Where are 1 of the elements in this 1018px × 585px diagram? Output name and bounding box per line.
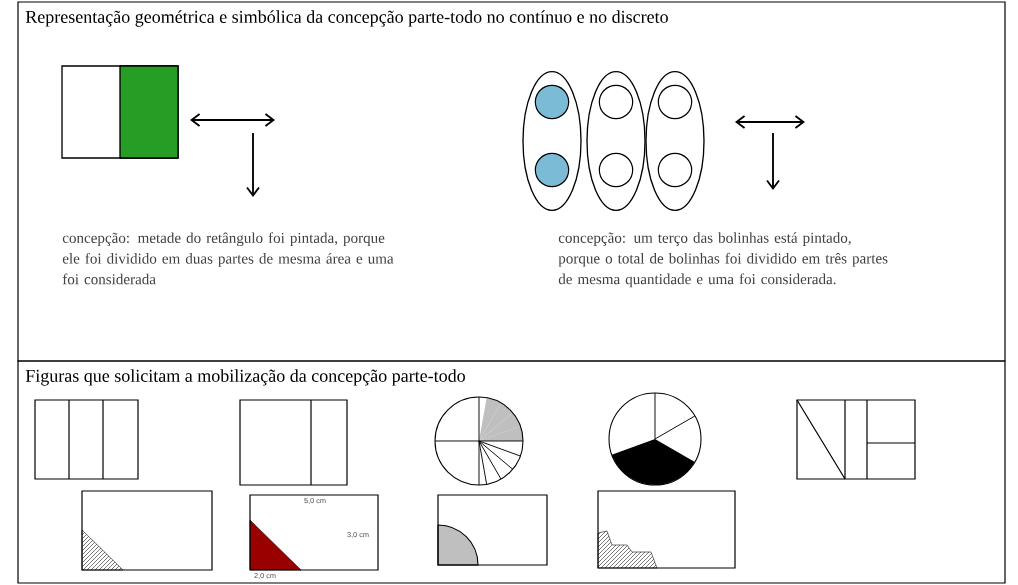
table-cell: Representação geométrica e simbólica da concepção parte-todo no contínuo e no discreto concepção: metade do retângulo foi pintada, porque ele foi dividido em duas partes de mesma área e uma foi considerada concepção: um terço das bolinhas está pintado, porque o total de bolinhas foi dividido em três partes de mesma quantidade e uma foi considerada. xyxy=(17,1,1006,362)
